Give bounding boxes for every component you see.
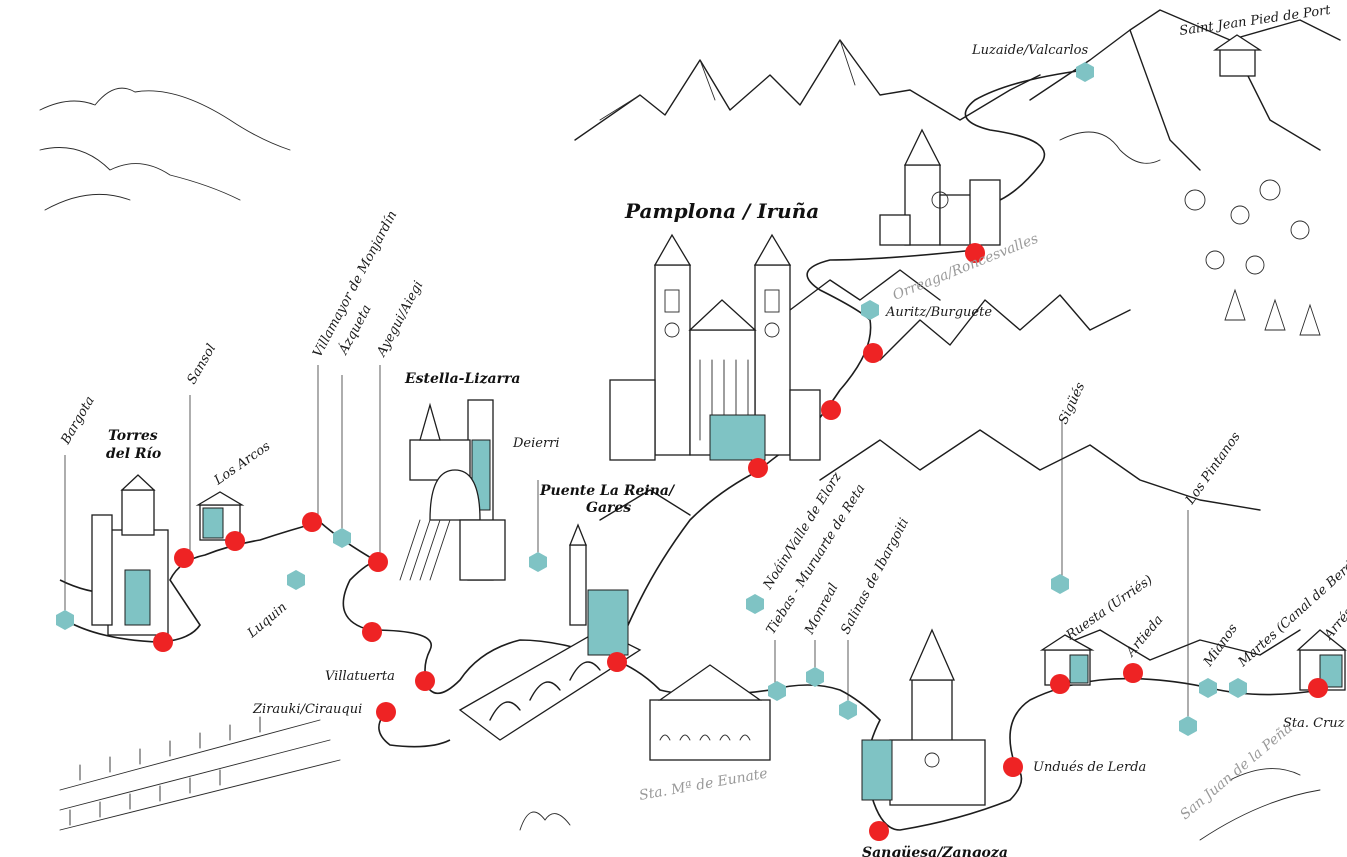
stop-marker-auritz[interactable] bbox=[861, 300, 879, 320]
label-sanguesa[interactable]: Sangüesa/Zangoza bbox=[862, 845, 1008, 857]
stop-marker-salinas[interactable] bbox=[839, 700, 857, 720]
puente-la-reina-bridge bbox=[458, 523, 642, 741]
saint-jean-house bbox=[1212, 34, 1263, 77]
label-los-arcos[interactable]: Los Arcos bbox=[211, 439, 274, 489]
stage-marker-arres[interactable] bbox=[1308, 678, 1328, 698]
label-salinas[interactable]: Salinas de Ibargoiti bbox=[838, 516, 912, 637]
stage-marker-ayegui[interactable] bbox=[368, 552, 388, 572]
torres-del-rio-church bbox=[91, 474, 245, 636]
stage-marker-zubiri[interactable] bbox=[821, 400, 841, 420]
label-puente-2[interactable]: Gares bbox=[586, 500, 631, 516]
label-deierri[interactable]: Deierri bbox=[512, 436, 560, 451]
label-ayegui[interactable]: Ayegui/Aiegi bbox=[374, 279, 427, 360]
stop-marker-bargota[interactable] bbox=[56, 610, 74, 630]
eunate-church bbox=[649, 664, 771, 761]
stage-marker-estella[interactable] bbox=[362, 622, 382, 642]
label-eunate[interactable]: Sta. Mª de Eunate bbox=[638, 766, 769, 804]
label-artieda[interactable]: Artieda bbox=[1123, 613, 1166, 661]
roncesvalles-church bbox=[879, 128, 1001, 246]
stage-marker-zirauki[interactable] bbox=[376, 702, 396, 722]
label-monreal[interactable]: Monreal bbox=[802, 581, 842, 638]
stop-marker-deierri[interactable] bbox=[529, 552, 547, 572]
stage-marker-torres[interactable] bbox=[153, 632, 173, 652]
stop-marker-mianos[interactable] bbox=[1199, 678, 1217, 698]
stop-markers bbox=[56, 62, 1247, 736]
label-zirauki[interactable]: Zirauki/Cirauqui bbox=[252, 702, 362, 717]
estella-church bbox=[399, 399, 506, 581]
ruesta-house bbox=[1039, 634, 1095, 686]
stop-marker-azqueta[interactable] bbox=[333, 528, 351, 548]
label-luzaide[interactable]: Luzaide/Valcarlos bbox=[971, 43, 1088, 58]
stage-marker-sansol[interactable] bbox=[174, 548, 194, 568]
label-torres-2[interactable]: del Río bbox=[106, 446, 161, 462]
stop-marker-noain[interactable] bbox=[746, 594, 764, 614]
label-bargota[interactable]: Bargota bbox=[58, 394, 98, 448]
stage-marker-roncesvalles[interactable] bbox=[965, 243, 985, 263]
sanguesa-church bbox=[861, 628, 986, 806]
label-san-juan[interactable]: San Juan de la Peña bbox=[1177, 720, 1296, 823]
stage-marker-pamplona[interactable] bbox=[748, 458, 768, 478]
label-sigues[interactable]: Sigüés bbox=[1056, 380, 1088, 427]
label-undues[interactable]: Undués de Lerda bbox=[1033, 760, 1146, 775]
stop-marker-luzaide[interactable] bbox=[1076, 62, 1094, 82]
label-puente-1[interactable]: Puente La Reina/ bbox=[539, 483, 676, 499]
stage-marker-undues[interactable] bbox=[1003, 757, 1023, 777]
stop-marker-monreal[interactable] bbox=[806, 667, 824, 687]
label-torres-1[interactable]: Torres bbox=[108, 428, 158, 444]
stage-marker-los-arcos[interactable] bbox=[225, 531, 245, 551]
stage-marker-villatuerta[interactable] bbox=[415, 671, 435, 691]
stage-marker-villamayor[interactable] bbox=[302, 512, 322, 532]
label-luquin[interactable]: Luquin bbox=[244, 600, 290, 642]
label-saint-jean[interactable]: Saint Jean Pied de Port bbox=[1178, 3, 1332, 39]
trees-and-vineyards bbox=[59, 179, 1321, 841]
stop-marker-tiebas[interactable] bbox=[768, 681, 786, 701]
stage-marker-artieda[interactable] bbox=[1123, 663, 1143, 683]
stop-marker-martes[interactable] bbox=[1229, 678, 1247, 698]
stage-marker-ruesta[interactable] bbox=[1050, 674, 1070, 694]
label-sansol[interactable]: Sansol bbox=[184, 342, 219, 387]
label-sta-cruz[interactable]: Sta. Cruz de la Serós bbox=[1283, 716, 1347, 731]
stage-marker-sanguesa[interactable] bbox=[869, 821, 889, 841]
stop-marker-luquin[interactable] bbox=[287, 570, 305, 590]
mountain-sketches bbox=[39, 9, 1341, 661]
stage-markers bbox=[153, 243, 1328, 841]
stop-marker-los-pintanos[interactable] bbox=[1179, 716, 1197, 736]
label-estella[interactable]: Estella-Lizarra bbox=[404, 371, 520, 387]
stage-marker-burguete-south[interactable] bbox=[863, 343, 883, 363]
pamplona-cathedral bbox=[609, 233, 821, 461]
label-los-pintanos[interactable]: Los Pintanos bbox=[1182, 429, 1243, 508]
label-pamplona[interactable]: Pamplona / Iruña bbox=[624, 199, 819, 223]
stage-marker-puente[interactable] bbox=[607, 652, 627, 672]
label-leader-lines bbox=[64, 365, 1189, 720]
stop-marker-sigues[interactable] bbox=[1051, 574, 1069, 594]
label-auritz[interactable]: Auritz/Burguete bbox=[885, 305, 992, 320]
label-villatuerta[interactable]: Villatuerta bbox=[325, 669, 395, 684]
label-mianos[interactable]: Mianos bbox=[1200, 621, 1241, 670]
